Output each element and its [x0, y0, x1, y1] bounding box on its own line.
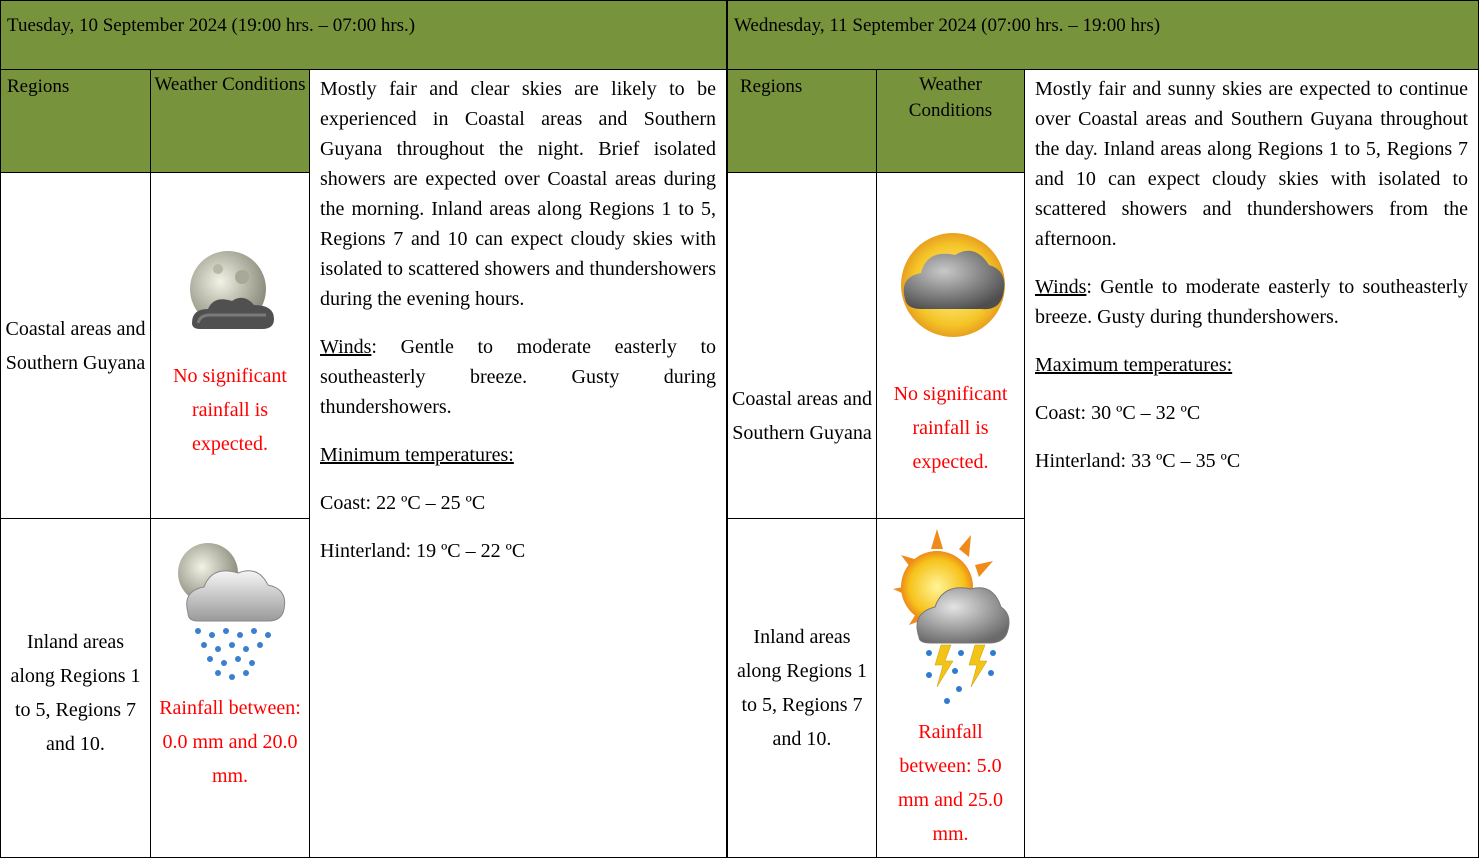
rainfall-note: No significant rainfall is expected. [173, 365, 287, 455]
rainfall-note: No significant rainfall is expected. [893, 383, 1008, 473]
region-coastal: Coastal areas and Southern Guyana [0, 172, 151, 519]
winds-paragraph: Winds: Gentle to moderate easterly to so… [320, 332, 716, 422]
hinterland-temperature: Hinterland: 33 ºC – 35 ºC [1035, 450, 1241, 472]
conditions-column-header: Weather Conditions [150, 69, 310, 173]
region-coastal: Coastal areas and Southern Guyana [727, 172, 877, 519]
forecast-paragraph: Mostly fair and clear skies are likely t… [320, 78, 716, 310]
winds-paragraph: Winds: Gentle to moderate easterly to so… [1035, 272, 1468, 332]
winds-text: : Gentle to moderate easterly to southea… [1035, 276, 1468, 328]
coast-temperature: Coast: 22 ºC – 25 ºC [320, 492, 486, 514]
rainfall-note: Rainfall between: 5.0 mm and 25.0 mm. [898, 721, 1003, 845]
condition-coastal: No significant rainfall is expected. [150, 172, 310, 519]
winds-label: Winds [320, 336, 372, 358]
tuesday-night-forecast: Tuesday, 10 September 2024 (19:00 hrs. –… [0, 0, 727, 858]
region-inland: Inland areas along Regions 1 to 5, Regio… [0, 518, 151, 858]
condition-coastal: No significant rainfall is expected. [876, 172, 1025, 519]
forecast-paragraph: Mostly fair and sunny skies are expected… [1035, 78, 1468, 250]
temperature-heading: Maximum temperatures: [1035, 354, 1233, 376]
condition-inland: Rainfall between: 0.0 mm and 20.0 mm. [150, 518, 310, 858]
winds-text: : Gentle to moderate easterly to southea… [320, 336, 716, 418]
forecast-text-cell: Mostly fair and clear skies are likely t… [309, 69, 727, 858]
region-inland: Inland areas along Regions 1 to 5, Regio… [727, 518, 877, 858]
condition-inland: Rainfall between: 5.0 mm and 25.0 mm. [876, 518, 1025, 858]
period-header: Tuesday, 10 September 2024 (19:00 hrs. –… [0, 0, 727, 70]
sun-thunderstorm-icon [892, 529, 1009, 704]
sun-cloud-icon [900, 233, 1005, 337]
coast-temperature: Coast: 30 ºC – 32 ºC [1035, 402, 1201, 424]
regions-column-header: Regions [0, 69, 151, 173]
forecast-text-cell: Mostly fair and sunny skies are expected… [1024, 69, 1479, 858]
wednesday-day-forecast: Wednesday, 11 September 2024 (07:00 hrs.… [727, 0, 1479, 858]
temperature-heading: Minimum temperatures: [320, 444, 514, 466]
period-header: Wednesday, 11 September 2024 (07:00 hrs.… [727, 0, 1479, 70]
winds-label: Winds [1035, 276, 1087, 298]
regions-column-header: Regions [727, 69, 877, 173]
moon-cloud-icon [190, 251, 274, 329]
conditions-column-header: Weather Conditions [876, 69, 1025, 173]
moon-cloud-rain-icon [178, 543, 286, 680]
rainfall-note: Rainfall between: 0.0 mm and 20.0 mm. [159, 697, 301, 787]
hinterland-temperature: Hinterland: 19 ºC – 22 ºC [320, 540, 526, 562]
